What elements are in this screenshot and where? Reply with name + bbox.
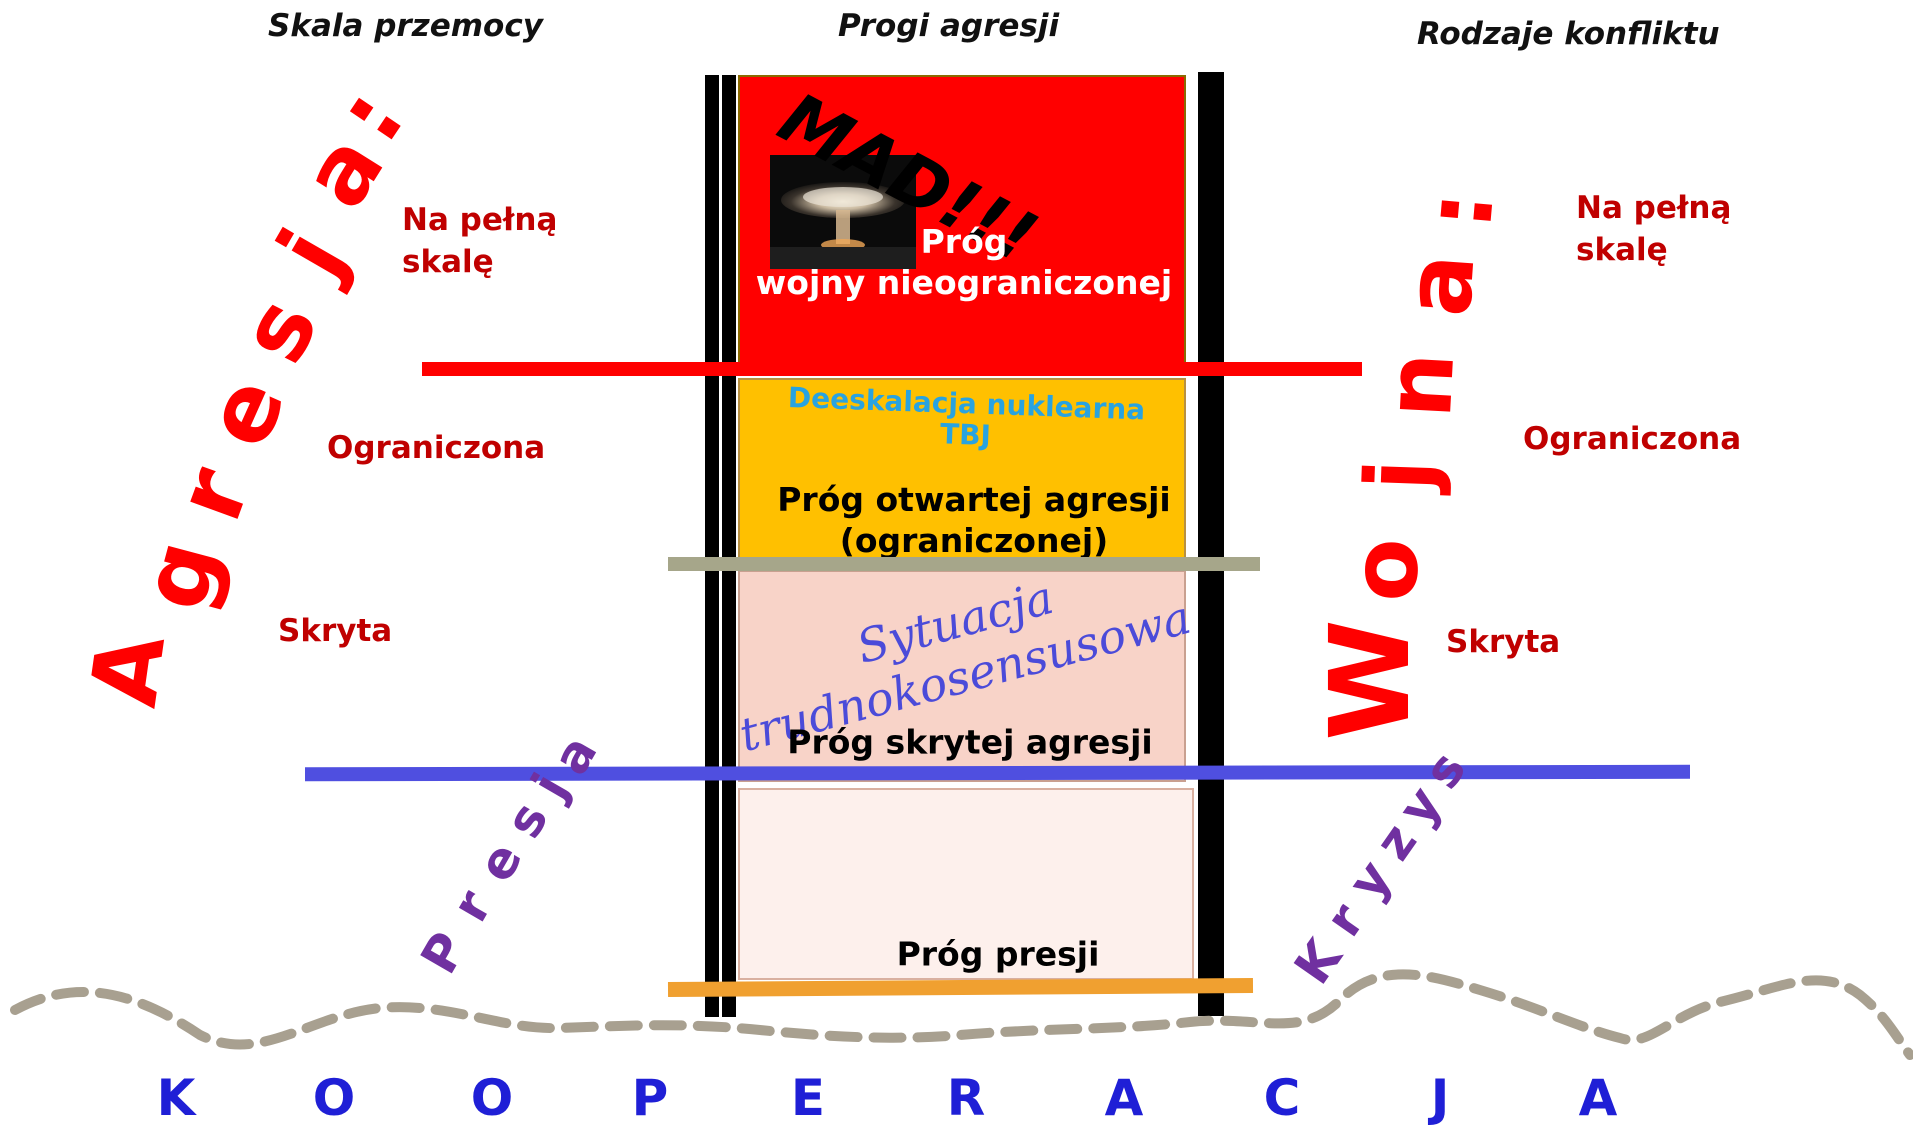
cooperation-letter-2: O: [312, 1069, 356, 1127]
right-level-limited: Ograniczona: [1523, 421, 1742, 457]
ladder-rail-left-inner: [722, 75, 736, 1017]
ladder-rail-right: [1198, 72, 1224, 1016]
cooperation-letter-7: A: [1104, 1069, 1144, 1127]
unlimited-war-line1: Próg: [920, 221, 1008, 261]
agresja-letter-4: e: [183, 361, 307, 463]
presja-letter-2: r: [440, 880, 504, 932]
cooperation-letter-6: R: [946, 1069, 986, 1127]
cooperation-letter-4: P: [631, 1069, 669, 1127]
unlimited-war-threshold-line: [422, 362, 1362, 376]
header-violence-scale: Skala przemocy: [268, 8, 543, 44]
cooperation-boundary-wave: [10, 969, 1913, 1060]
wojna-letter-5: a: [1384, 250, 1496, 320]
kryzys-letter-3: y: [1336, 850, 1404, 910]
nuclear-deescalation-label: Deeskalacja nuklearna TBJ: [786, 381, 1145, 457]
ladder-rail-left-outer: [705, 75, 719, 1017]
left-level-covert: Skryta: [278, 613, 393, 649]
header-aggression-thresholds: Progi agresji: [838, 8, 1060, 44]
agresja-letter-2: g: [119, 529, 241, 621]
open-aggression-line2: (ograniczonej): [839, 521, 1109, 560]
presja-letter-3: e: [466, 832, 534, 892]
zone-covert-aggression: [738, 570, 1186, 782]
left-level-full-line2: skalę: [402, 243, 494, 280]
kryzys-letter-2: r: [1314, 893, 1376, 947]
cooperation-letter-10: A: [1578, 1069, 1618, 1127]
covert-aggression-threshold-line: [304, 764, 1691, 782]
covert-aggression-threshold-label: Próg skrytej agresji: [787, 722, 1153, 762]
left-level-limited: Ograniczona: [327, 430, 546, 466]
presja-letter-4: s: [494, 792, 560, 848]
cooperation-letter-3: O: [470, 1069, 514, 1127]
right-level-full-line2: skalę: [1576, 231, 1668, 268]
agresja-letter-5: s: [218, 281, 340, 379]
wojna-letter-1: W: [1306, 619, 1434, 741]
agresja-letter-3: r: [154, 454, 272, 534]
right-level-full-line1: Na pełną: [1576, 190, 1732, 226]
wojna-letter-6: :: [1405, 187, 1515, 233]
left-level-full-scale: Na pełną skalę: [402, 200, 557, 284]
pressure-threshold-label: Próg presji: [896, 934, 1100, 974]
zone-pressure: [738, 788, 1194, 980]
agresja-letter-6: j: [257, 212, 367, 294]
wojna-letter-3: j: [1345, 457, 1455, 493]
cooperation-letter-8: C: [1263, 1069, 1301, 1127]
wojna-letter-2: o: [1330, 537, 1440, 603]
left-level-full-line1: Na pełną: [402, 202, 558, 238]
right-level-full-scale: Na pełną skalę: [1576, 188, 1731, 272]
header-conflict-types: Rodzaje konfliktu: [1417, 16, 1720, 52]
cooperation-letter-1: K: [156, 1069, 196, 1127]
unlimited-war-line2: wojny nieograniczonej: [755, 263, 1173, 302]
right-level-covert: Skryta: [1446, 624, 1561, 660]
open-aggression-line1: Próg otwartej agresji: [777, 479, 1171, 519]
open-aggression-threshold-line: [668, 557, 1260, 571]
wojna-letter-4: n: [1364, 349, 1476, 421]
unlimited-war-threshold-label: Próg wojny nieograniczonej: [756, 221, 1172, 304]
nuclear-explosion-image: [770, 155, 916, 269]
cooperation-letter-5: E: [790, 1069, 826, 1127]
zone-open-aggression: [738, 378, 1186, 560]
cooperation-letter-9: J: [1430, 1069, 1450, 1127]
agresja-letter-1: A: [70, 627, 186, 713]
open-aggression-threshold-label: Próg otwartej agresji (ograniczonej): [777, 479, 1171, 562]
